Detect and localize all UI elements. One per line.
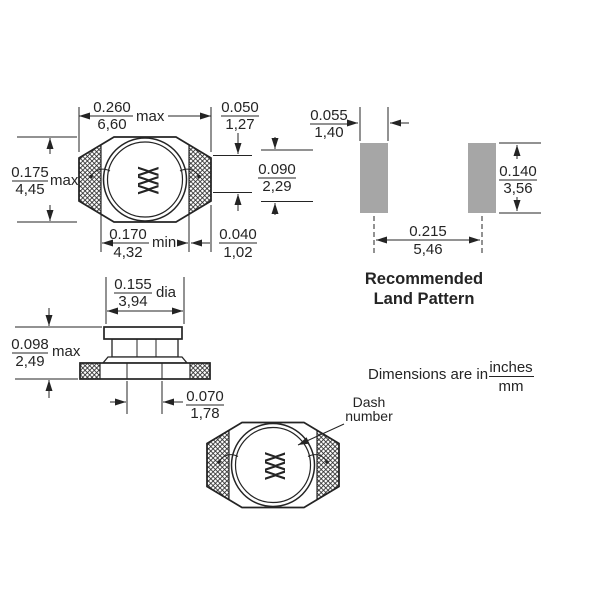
dash-number-callout: Dash number bbox=[297, 394, 393, 446]
dim-value-mm: 4,45 bbox=[15, 181, 44, 198]
dim-value-mm: 1,27 bbox=[225, 116, 254, 133]
dim-terminal-width: 0.090 2,29 bbox=[258, 137, 313, 215]
terminal-right bbox=[316, 429, 340, 501]
dim-value-mm: 2,29 bbox=[262, 178, 291, 195]
extension-lines bbox=[499, 142, 541, 214]
dim-value-mm: 4,32 bbox=[113, 244, 142, 261]
dim-suffix: max bbox=[50, 172, 79, 189]
dim-value-inches: 0.050 bbox=[221, 99, 259, 116]
part-marking: XXX bbox=[259, 452, 292, 480]
terminal-leader-left bbox=[90, 168, 111, 177]
core-inner-ring bbox=[106, 141, 184, 218]
part-marking: XXX bbox=[132, 166, 165, 194]
dim-terminal-length: 0.040 1,02 bbox=[191, 205, 257, 261]
dim-value-inches: 0.140 bbox=[499, 163, 537, 180]
dim-value-inches: 0.040 bbox=[219, 226, 257, 243]
units-note-denominator: mm bbox=[499, 378, 524, 395]
tick-lines bbox=[359, 107, 389, 141]
land-pattern-caption-line1: Recommended bbox=[365, 270, 483, 288]
terminal-leader-right bbox=[307, 454, 328, 462]
units-note: Dimensions are in inches mm bbox=[368, 359, 534, 395]
dim-value-mm: 1,40 bbox=[314, 124, 343, 141]
callout-leader-arrow bbox=[297, 423, 345, 446]
winding-center-lines bbox=[136, 339, 157, 357]
dim-value-mm: 2,49 bbox=[15, 353, 44, 370]
terminal-leader-dot-left bbox=[217, 460, 221, 464]
land-pad-right bbox=[468, 143, 496, 213]
dim-value-inches: 0.215 bbox=[409, 223, 447, 240]
callout-line1: Dash bbox=[353, 394, 386, 410]
terminal-leader-dot-right bbox=[197, 174, 201, 179]
winding-foot bbox=[101, 356, 189, 364]
extension-lines bbox=[105, 277, 185, 324]
dim-value-mm: 6,60 bbox=[97, 116, 126, 133]
dim-overall-height: 0.175 4,45 max bbox=[11, 136, 79, 223]
terminal-leader-left bbox=[218, 454, 239, 462]
callout-line2: number bbox=[345, 408, 393, 424]
dim-component-height: 0.098 2,49 max bbox=[11, 308, 102, 398]
terminal-left bbox=[78, 143, 102, 216]
dim-overall-width: 0.260 6,60 max bbox=[78, 99, 212, 152]
dim-value-inches: 0.155 bbox=[114, 276, 152, 293]
dim-value-mm: 5,46 bbox=[413, 241, 442, 258]
dim-value-inches: 0.070 bbox=[186, 388, 224, 405]
dim-terminal-setback: 0.050 1,27 bbox=[213, 99, 259, 211]
terminal-right bbox=[189, 362, 211, 380]
terminal-leader-dot-right bbox=[325, 460, 329, 464]
terminal-left bbox=[206, 429, 230, 501]
dim-value-inches: 0.090 bbox=[258, 161, 296, 178]
terminal-left bbox=[79, 362, 101, 380]
side-view: 0.155 3,94 dia 0.098 2,49 max 0.070 1,78 bbox=[11, 276, 224, 422]
reference-lines bbox=[261, 149, 313, 202]
dim-value-inches: 0.098 bbox=[11, 336, 49, 353]
dim-terminal-gap: 0.170 4,32 min bbox=[100, 215, 190, 261]
terminal-leader-right bbox=[179, 168, 200, 177]
dim-value-mm: 1,78 bbox=[190, 405, 219, 422]
land-pattern: 0.055 1,40 0.140 3,56 0.215 5,46 Recomme… bbox=[310, 107, 541, 308]
dim-center-pad: 0.070 1,78 bbox=[110, 381, 224, 422]
land-pad-left bbox=[360, 143, 388, 213]
terminal-leader-dot-left bbox=[89, 174, 93, 179]
units-note-numerator: inches bbox=[489, 359, 532, 376]
top-view: XXX 0.260 6,60 max 0.175 4,45 max 0.170 bbox=[11, 99, 313, 261]
dim-value-mm: 1,02 bbox=[223, 244, 252, 261]
dim-core-diameter: 0.155 3,94 dia bbox=[105, 276, 185, 324]
base-divider-lines bbox=[126, 363, 163, 379]
extension-lines bbox=[100, 215, 190, 252]
dim-pad-width: 0.055 1,40 bbox=[310, 107, 409, 141]
center-lines bbox=[373, 216, 483, 256]
core-outer-ring bbox=[230, 422, 316, 508]
extension-lines bbox=[15, 326, 102, 380]
units-note-prefix: Dimensions are in bbox=[368, 366, 488, 383]
terminal-right bbox=[188, 143, 212, 216]
winding bbox=[111, 338, 179, 358]
dim-value-inches: 0.170 bbox=[109, 226, 147, 243]
dim-suffix: max bbox=[52, 343, 81, 360]
reference-lines bbox=[213, 155, 252, 193]
dim-suffix: min bbox=[152, 234, 176, 251]
dim-pad-pitch: 0.215 5,46 bbox=[373, 216, 483, 258]
dim-value-mm: 3,56 bbox=[503, 180, 532, 197]
dim-value-inches: 0.055 bbox=[310, 107, 348, 124]
dim-value-inches: 0.175 bbox=[11, 164, 49, 181]
extension-lines bbox=[17, 136, 77, 223]
bottom-view: XXX bbox=[206, 421, 340, 509]
dim-value-inches: 0.260 bbox=[93, 99, 131, 116]
dim-suffix: dia bbox=[156, 284, 177, 301]
core-inner-ring bbox=[234, 426, 312, 504]
land-pattern-caption-line2: Land Pattern bbox=[374, 290, 475, 308]
extension-lines bbox=[126, 381, 163, 414]
dim-suffix: max bbox=[136, 108, 165, 125]
dim-value-mm: 3,94 bbox=[118, 293, 147, 310]
dim-pad-height: 0.140 3,56 bbox=[499, 142, 541, 214]
core-outer-ring bbox=[102, 137, 188, 222]
core-top-plate bbox=[103, 326, 183, 340]
